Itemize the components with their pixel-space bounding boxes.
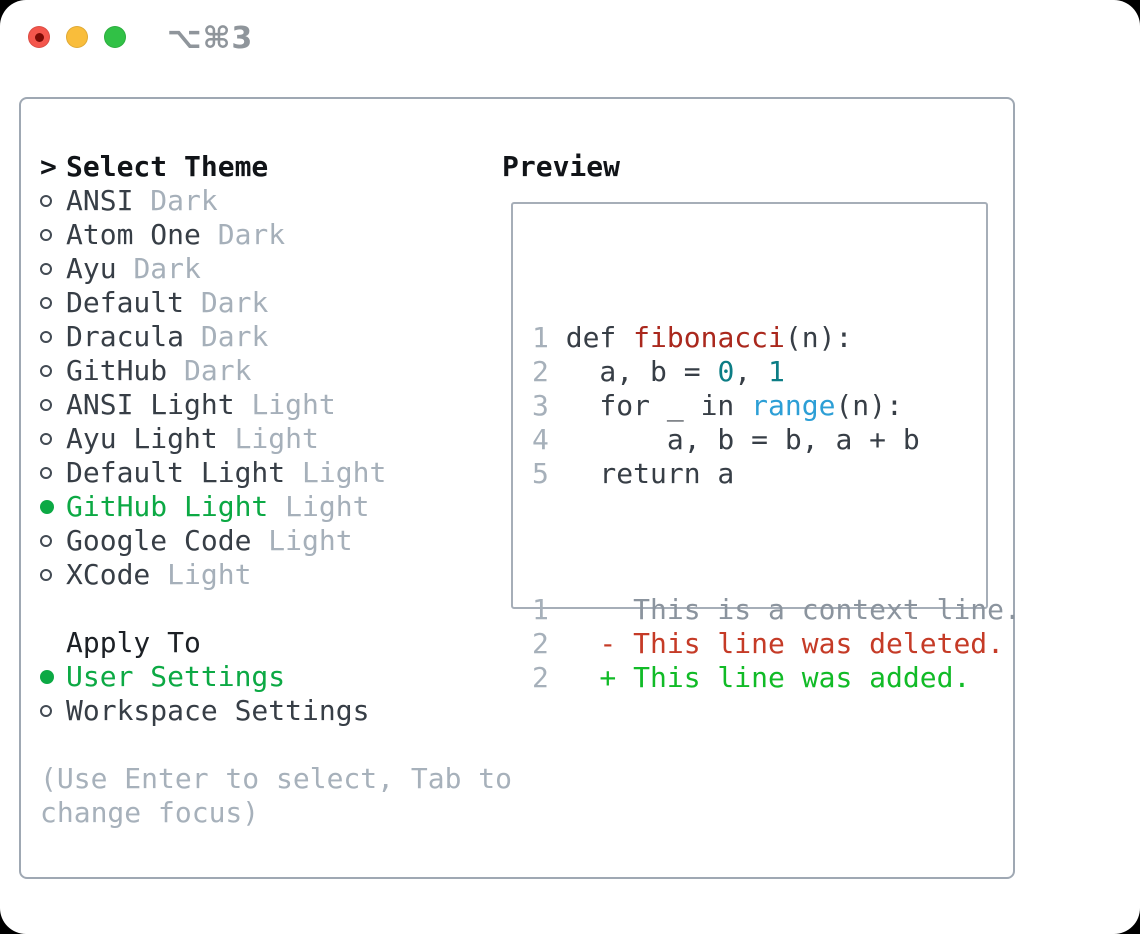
theme-item-label: GitHub Dark: [66, 354, 252, 387]
radio-icon: [40, 399, 66, 411]
zoom-button[interactable]: [104, 26, 126, 48]
theme-item-google-code[interactable]: Google Code Light: [40, 524, 512, 558]
code-line: 2 a, b = 0, 1: [532, 355, 785, 388]
diff-line: 1 This is a context line.: [532, 593, 1021, 626]
hint-line: (Use Enter to select, Tab to: [40, 762, 513, 795]
code-line: 3 for _ in range(n):: [532, 389, 903, 422]
section-gap: [40, 728, 512, 762]
apply-option-label: User Settings: [66, 660, 286, 693]
apply-to-header: Apply To: [40, 626, 512, 660]
code-line: 1 def fibonacci(n):: [532, 321, 853, 354]
traffic-lights: [28, 26, 126, 48]
apply-option-user-settings[interactable]: User Settings: [40, 660, 512, 694]
apply-option-workspace-settings[interactable]: Workspace Settings: [40, 694, 512, 728]
empty-circle-icon: [40, 229, 52, 241]
theme-item-default-light[interactable]: Default Light Light: [40, 456, 512, 490]
close-dot-icon: [34, 32, 44, 42]
theme-item-ansi-light[interactable]: ANSI Light Light: [40, 388, 512, 422]
radio-icon: [40, 569, 66, 581]
line-number: 2: [532, 355, 549, 388]
empty-circle-icon: [40, 535, 52, 547]
radio-icon: [40, 705, 66, 717]
apply-to-title: Apply To: [66, 626, 201, 659]
preview-header: Preview: [502, 150, 621, 183]
code-line: 4 a, b = b, a + b: [532, 423, 920, 456]
theme-item-xcode[interactable]: XCode Light: [40, 558, 512, 592]
theme-item-default[interactable]: Default Dark: [40, 286, 512, 320]
theme-item-label: Ayu Light Light: [66, 422, 319, 455]
theme-item-label: GitHub Light Light: [66, 490, 370, 523]
empty-circle-icon: [40, 195, 52, 207]
select-theme-title: Select Theme: [66, 150, 269, 183]
filled-circle-icon: [40, 500, 54, 514]
theme-item-atom-one[interactable]: Atom One Dark: [40, 218, 512, 252]
filled-circle-icon: [40, 670, 54, 684]
radio-icon: [40, 365, 66, 377]
code-line: 5 return a: [532, 457, 735, 490]
hint-line: change focus): [40, 796, 260, 829]
theme-item-github[interactable]: GitHub Dark: [40, 354, 512, 388]
empty-circle-icon: [40, 467, 52, 479]
empty-circle-icon: [40, 705, 52, 717]
empty-circle-icon: [40, 399, 52, 411]
empty-circle-icon: [40, 433, 52, 445]
radio-selected-icon: [40, 500, 66, 514]
theme-item-label: Atom One Dark: [66, 218, 286, 251]
radio-icon: [40, 297, 66, 309]
line-number: 3: [532, 389, 549, 422]
radio-icon: [40, 535, 66, 547]
theme-item-ansi[interactable]: ANSI Dark: [40, 184, 512, 218]
theme-item-label: Dracula Dark: [66, 320, 269, 353]
theme-item-github-light[interactable]: GitHub Light Light: [40, 490, 512, 524]
empty-circle-icon: [40, 569, 52, 581]
minimize-button[interactable]: [66, 26, 88, 48]
theme-item-dracula[interactable]: Dracula Dark: [40, 320, 512, 354]
radio-icon: [40, 263, 66, 275]
diff-line: 2 - This line was deleted.: [532, 627, 1005, 660]
line-number: 1: [532, 321, 549, 354]
line-number: 2: [532, 661, 549, 694]
theme-item-label: ANSI Light Light: [66, 388, 336, 421]
theme-item-label: Ayu Dark: [66, 252, 201, 285]
empty-circle-icon: [40, 331, 52, 343]
radio-icon: [40, 229, 66, 241]
radio-icon: [40, 195, 66, 207]
empty-circle-icon: [40, 297, 52, 309]
empty-circle-icon: [40, 263, 52, 275]
line-number: 4: [532, 423, 549, 456]
theme-item-label: ANSI Dark: [66, 184, 218, 217]
theme-item-ayu-light[interactable]: Ayu Light Light: [40, 422, 512, 456]
theme-item-label: XCode Light: [66, 558, 252, 591]
theme-item-ayu[interactable]: Ayu Dark: [40, 252, 512, 286]
line-number: 1: [532, 593, 549, 626]
radio-icon: [40, 433, 66, 445]
diff-sample: 1 This is a context line.2 - This line w…: [532, 593, 1021, 695]
apply-option-label: Workspace Settings: [66, 694, 370, 727]
radio-selected-icon: [40, 670, 66, 684]
empty-circle-icon: [40, 365, 52, 377]
radio-icon: [40, 467, 66, 479]
section-gap: [40, 592, 512, 626]
radio-icon: [40, 331, 66, 343]
theme-item-label: Default Dark: [66, 286, 269, 319]
theme-item-label: Default Light Light: [66, 456, 387, 489]
selection-arrow-icon: >: [40, 150, 57, 183]
line-number: 5: [532, 457, 549, 490]
select-theme-header: > Select Theme: [40, 150, 512, 184]
window-title-shortcut: ⌥⌘3: [167, 21, 254, 56]
line-number: 2: [532, 627, 549, 660]
close-button[interactable]: [28, 26, 50, 48]
theme-item-label: Google Code Light: [66, 524, 353, 557]
diff-line: 2 + This line was added.: [532, 661, 971, 694]
